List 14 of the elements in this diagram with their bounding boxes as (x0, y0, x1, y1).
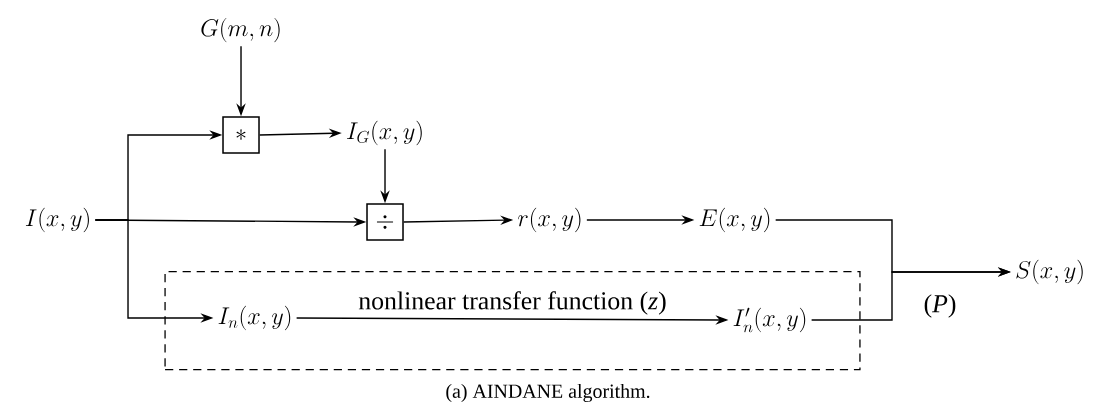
edge-label: nonlinear transfer function (z) (358, 291, 666, 315)
signal-label: $I'_n(x,y)$ (733, 307, 806, 333)
signal-label: $I_n(x,y)$ (218, 305, 291, 331)
caption: (a) AINDANE algorithm. (446, 383, 650, 403)
variable-label: (P) (924, 294, 956, 318)
signal-label: $S(x,y)$ (1016, 259, 1083, 285)
dashed-box (164, 271, 861, 371)
signal-label: $G(m,n)$ (201, 17, 280, 43)
signal-label: $E(x,y)$ (699, 207, 770, 233)
operator-box: $*$ (222, 116, 260, 154)
signal-label: $I(x,y)$ (25, 207, 89, 233)
signal-label: $I_G(x,y)$ (347, 120, 422, 146)
operator-box: $\div$ (366, 203, 404, 241)
signal-label: $r(x,y)$ (518, 207, 581, 233)
